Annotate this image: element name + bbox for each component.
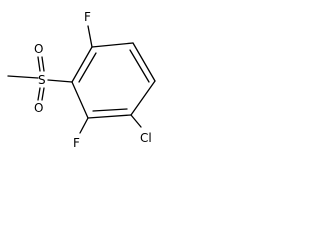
atom-label-fluorine-bottom: F xyxy=(73,136,80,150)
ring-bond-c2-c3-double xyxy=(129,49,150,83)
ring-bond-c6-c1 xyxy=(71,46,93,83)
atom-label-sulfur: S xyxy=(38,73,46,87)
atom-label-fluorine-top: F xyxy=(84,10,91,24)
bond-c4-chlorine xyxy=(130,114,142,128)
substituent-bonds xyxy=(7,25,142,134)
bond-sulfur-oxygen-top-b xyxy=(41,56,45,72)
atom-label-oxygen-top: O xyxy=(34,42,43,56)
ring-bond-c4-c5-double xyxy=(92,108,128,112)
bond-c1-fluorine xyxy=(87,25,93,48)
bond-sulfur-oxygen-bottom-a xyxy=(37,87,41,101)
benzene-ring xyxy=(71,42,156,119)
ring-bond-c1-c2 xyxy=(91,42,134,48)
bond-sulfur-oxygen-top-a xyxy=(37,56,41,72)
atom-label-chlorine: Cl xyxy=(140,131,152,145)
ring-bond-c3-c4 xyxy=(130,80,156,116)
ring-bond-c2-c3 xyxy=(132,42,156,82)
molecule-structure-diagram: F F Cl S O O xyxy=(7,10,156,150)
atom-labels: F F Cl S O O xyxy=(34,10,152,150)
bond-c5-fluorine xyxy=(79,117,89,134)
ring-bond-c4-c5 xyxy=(87,114,132,119)
bond-sulfur-oxygen-bottom-b xyxy=(41,87,45,101)
ring-bond-c5-c6 xyxy=(71,81,89,119)
bond-c6-sulfur xyxy=(47,79,73,83)
bond-sulfur-methyl xyxy=(7,75,39,79)
atom-label-oxygen-bottom: O xyxy=(34,101,43,115)
ring-bond-c6-c1-double xyxy=(78,52,97,83)
